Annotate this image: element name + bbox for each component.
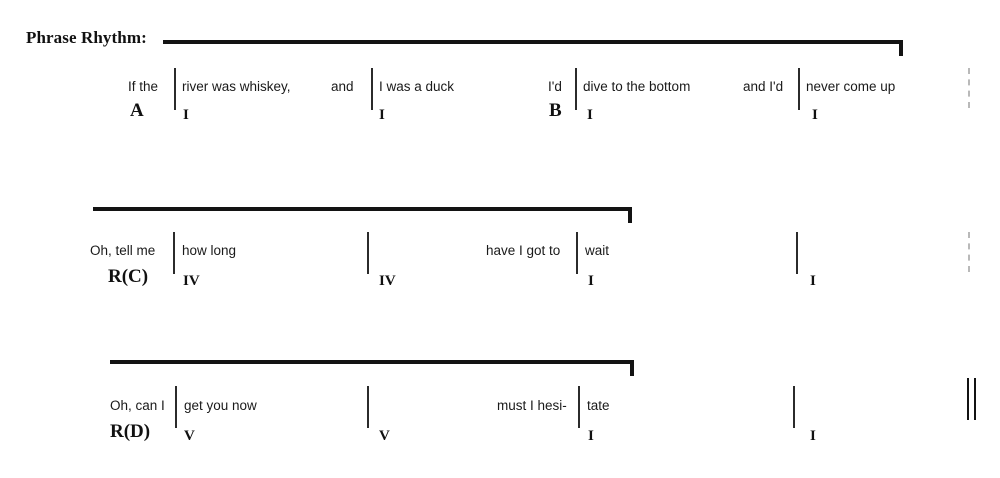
lyric-text: get you now [184,398,257,413]
lyric-text: dive to the bottom [583,79,691,94]
lyric-text: tate [587,398,610,413]
phrase-bracket [93,207,632,223]
double-barline-stroke-2 [974,378,976,420]
section-label: B [549,100,562,121]
roman-numeral-chord: V [184,428,195,444]
barline [793,386,795,428]
barline [367,386,369,428]
lyric-text: river was whiskey, [182,79,291,94]
roman-numeral-chord: V [379,428,390,444]
barline [367,232,369,274]
lyric-text: I'd [548,79,562,94]
lyric-text: must I hesi- [497,398,567,413]
double-barline-stroke-1 [967,378,969,420]
lyric-text: and [331,79,354,94]
roman-numeral-chord: I [183,107,189,123]
lyric-text: never come up [806,79,896,94]
roman-numeral-chord: I [379,107,385,123]
barline [578,386,580,428]
phrase-bracket-span [163,40,903,44]
dashed-barline [968,232,970,272]
roman-numeral-chord: I [810,428,816,444]
lyric-text: If the [128,79,159,94]
barline [175,386,177,428]
lyric-text: I was a duck [379,79,455,94]
lyric-text: wait [585,243,610,258]
lyric-text: how long [182,243,237,258]
phrase-bracket-span [110,360,634,364]
lyric-text: and I'd [743,79,784,94]
roman-numeral-chord: I [588,273,594,289]
phrase-bracket-span [93,207,632,211]
phrase-bracket [163,40,903,56]
lyric-text: Oh, can I [110,398,165,413]
barline [798,68,800,110]
barline [575,68,577,110]
phrase-bracket-end-tick [628,207,632,223]
final-double-barline [967,378,977,420]
section-label: A [130,100,144,121]
section-label: R(D) [110,421,151,442]
barline [576,232,578,274]
section-label: R(C) [108,266,149,287]
roman-numeral-chord: I [587,107,593,123]
barline [173,232,175,274]
roman-numeral-chord: IV [183,273,200,289]
dashed-barline [968,68,970,108]
barline [796,232,798,274]
phrase-bracket-end-tick [899,40,903,56]
roman-numeral-chord: IV [379,273,396,289]
barline [174,68,176,110]
phrase-rhythm-label: Phrase Rhythm: [26,28,147,47]
phrase-bracket [110,360,634,376]
barline [371,68,373,110]
phrase-bracket-end-tick [630,360,634,376]
lyric-text: Oh, tell me [90,243,156,258]
lyric-text: have I got to [486,243,561,258]
roman-numeral-chord: I [810,273,816,289]
roman-numeral-chord: I [812,107,818,123]
roman-numeral-chord: I [588,428,594,444]
